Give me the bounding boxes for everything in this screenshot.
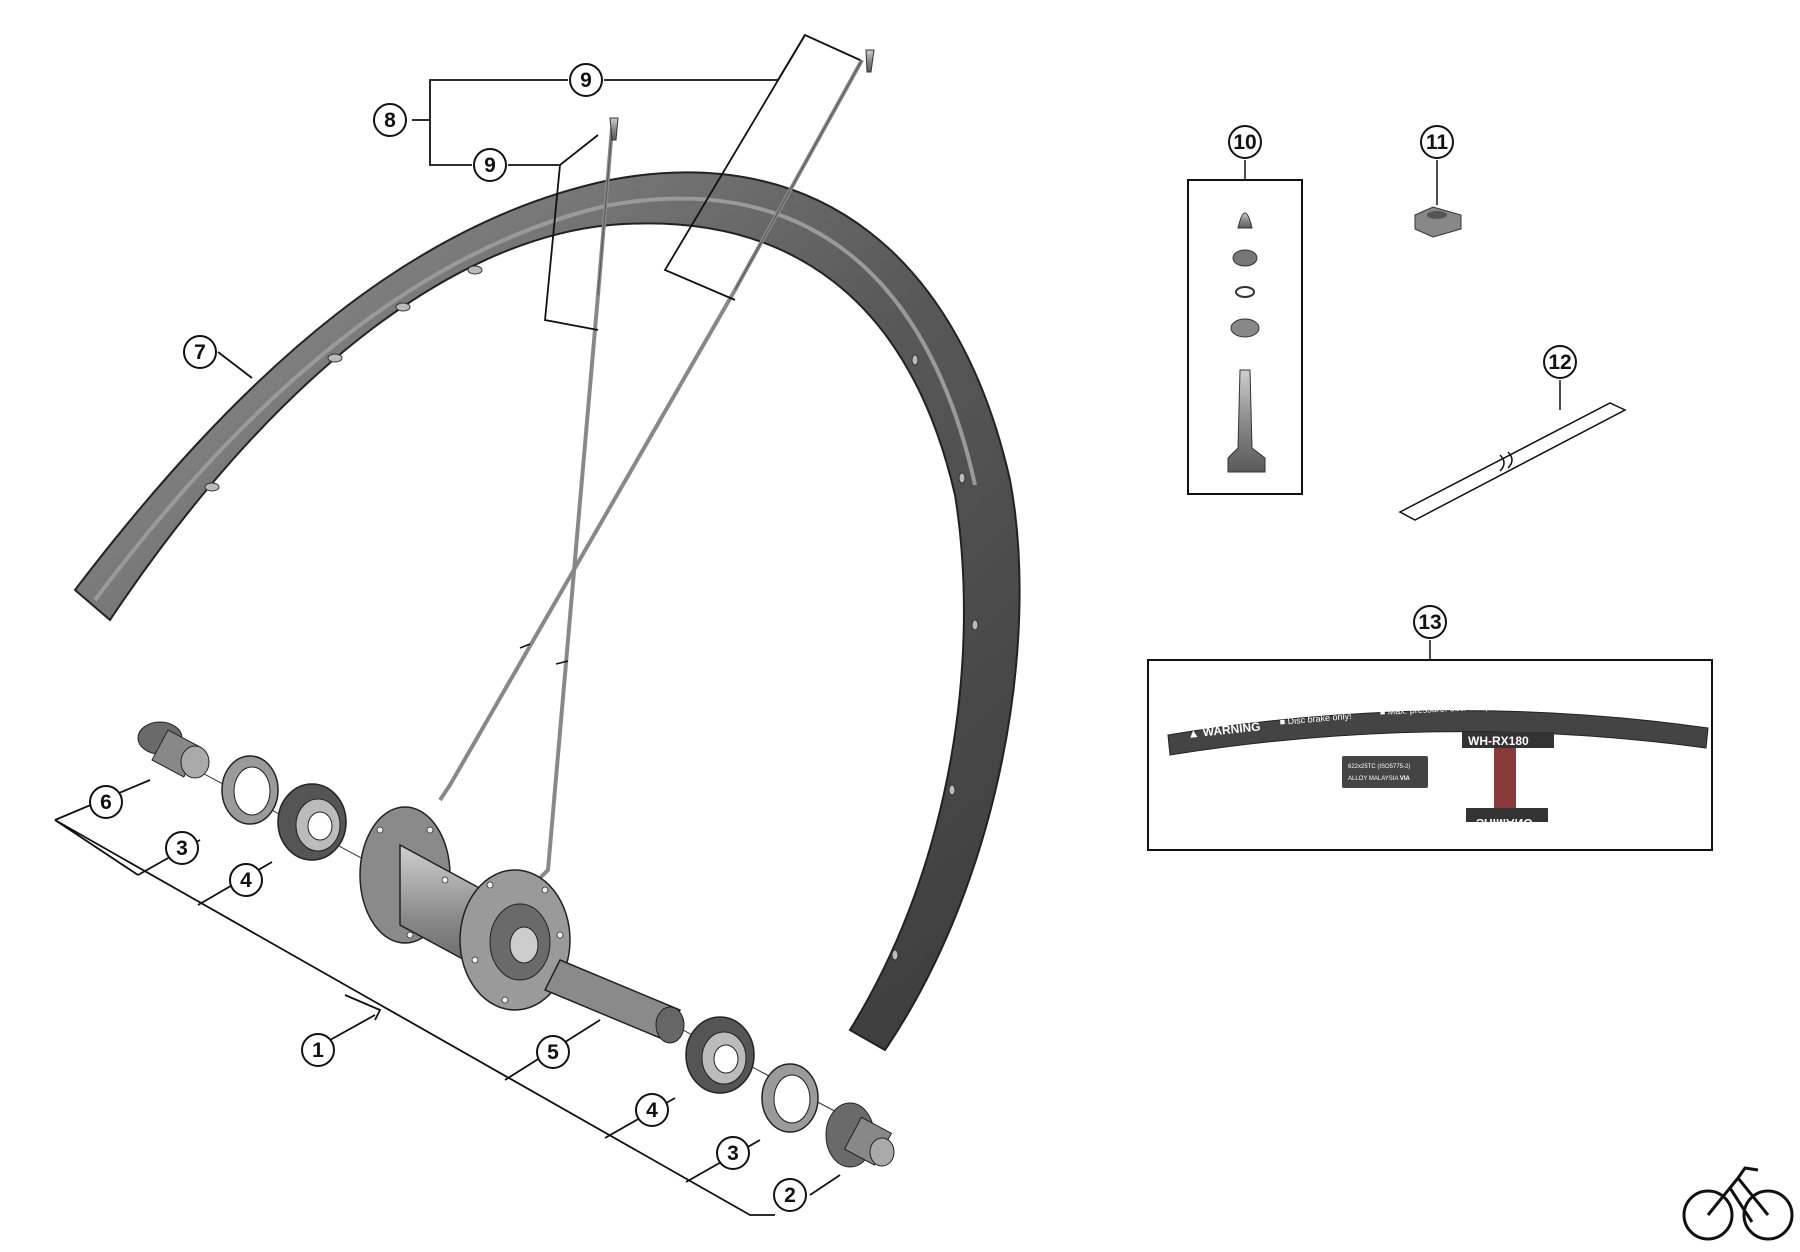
decal-model: WH-RX180 [1468,734,1529,748]
decal-origin: ALLOY MALAYSIA VIA [1348,776,1410,782]
decal-size: 622x25TC (ISO5775-2) [1348,764,1410,770]
decal-stripe [1494,748,1516,810]
part-4-bearing-right [685,1016,755,1094]
part-6-locknut-left [137,721,210,779]
valve-kit [1187,160,1303,495]
callout-8: 8 [373,103,407,137]
nipple-left [609,117,619,141]
rim-hole [911,354,919,366]
callout-3-right: 3 [716,1136,750,1170]
part-11 [1414,160,1462,238]
callout-5: 5 [536,1035,570,1069]
decal-brand: SHIMANO [1476,816,1533,830]
svg-text:11: 11 [1426,131,1449,154]
part-3-washer-left [221,755,279,825]
part-5-axle-sleeve [543,959,685,1044]
valve-washer [1235,286,1255,298]
spoke-left [536,127,614,882]
callout-4-right: 4 [635,1093,669,1127]
svg-text:2: 2 [784,1184,796,1207]
rim-hole [204,482,220,492]
rim-hole [327,353,343,363]
svg-text:4: 4 [240,869,252,892]
callout-6: 6 [89,785,123,819]
callout-9-top: 9 [569,63,603,97]
callout-11: 11 [1420,125,1454,159]
rim-decal: ▲ WARNING ■ Disc brake only! ■ Max. pres… [1147,640,1713,851]
rim-hole [395,302,411,312]
decal-fineprint-2: sudden release of the tire. Serious inju… [1530,705,1667,713]
part-2-locknut-right [825,1102,895,1168]
callout-2: 2 [773,1178,807,1212]
spokes [438,49,875,882]
callout-12: 12 [1543,345,1577,379]
svg-text:3: 3 [176,837,188,860]
decal-fineprint-1: Higher pressure can cause sudden punctur… [1530,696,1670,704]
rim-hole [467,265,483,275]
svg-text:13: 13 [1418,611,1441,634]
spoke-right-thin [734,59,863,291]
valve-stem [1227,369,1266,473]
rim-spoke-holes [204,265,979,961]
rim-hole [971,619,979,631]
rim-hole [948,784,956,796]
part-4-bearing-left [277,783,347,861]
decal-warning-strip [1167,710,1709,756]
nipple-right [865,49,875,73]
callout-10: 10 [1228,125,1262,159]
part-3-washer-right [761,1063,819,1133]
decal-size-box [1342,756,1428,788]
spoke-break [519,643,569,665]
callout-13: 13 [1413,605,1447,639]
rim-channel [93,196,977,602]
callouts: 1 2 3 3 4 4 5 6 7 8 9 9 10 11 12 13 [89,63,1577,1212]
decal-model-bar [1462,732,1554,748]
part-1-hub-body [359,806,571,1011]
rim-outer [73,171,1021,1052]
decal-brand-bar [1466,808,1548,822]
svg-text:12: 12 [1548,351,1571,374]
svg-text:8: 8 [384,109,396,132]
rim-hole [891,949,899,961]
svg-text:10: 10 [1233,131,1256,154]
hub-assembly [137,721,895,1168]
svg-text:9: 9 [580,69,592,92]
rim-tape [1398,380,1627,521]
rim [73,171,1021,1052]
svg-text:6: 6 [100,791,112,814]
svg-text:4: 4 [646,1099,658,1122]
spoke-left-thin [597,127,613,296]
callout-3-left: 3 [165,831,199,865]
callout-9-bottom: 9 [473,148,507,182]
valve-nut [1232,249,1258,267]
callout-1: 1 [301,1033,335,1067]
svg-text:9: 9 [484,154,496,177]
callout-7: 7 [183,335,217,369]
callout-4-left: 4 [229,863,263,897]
valve-cap [1237,212,1253,229]
rim-hole [958,472,966,484]
svg-text:3: 3 [727,1142,739,1165]
decal-box [1147,659,1713,851]
valve-grommet [1230,318,1260,338]
bicycle-icon [1682,1166,1794,1241]
svg-text:7: 7 [194,341,206,364]
svg-text:1: 1 [312,1039,324,1062]
svg-text:5: 5 [547,1041,559,1064]
